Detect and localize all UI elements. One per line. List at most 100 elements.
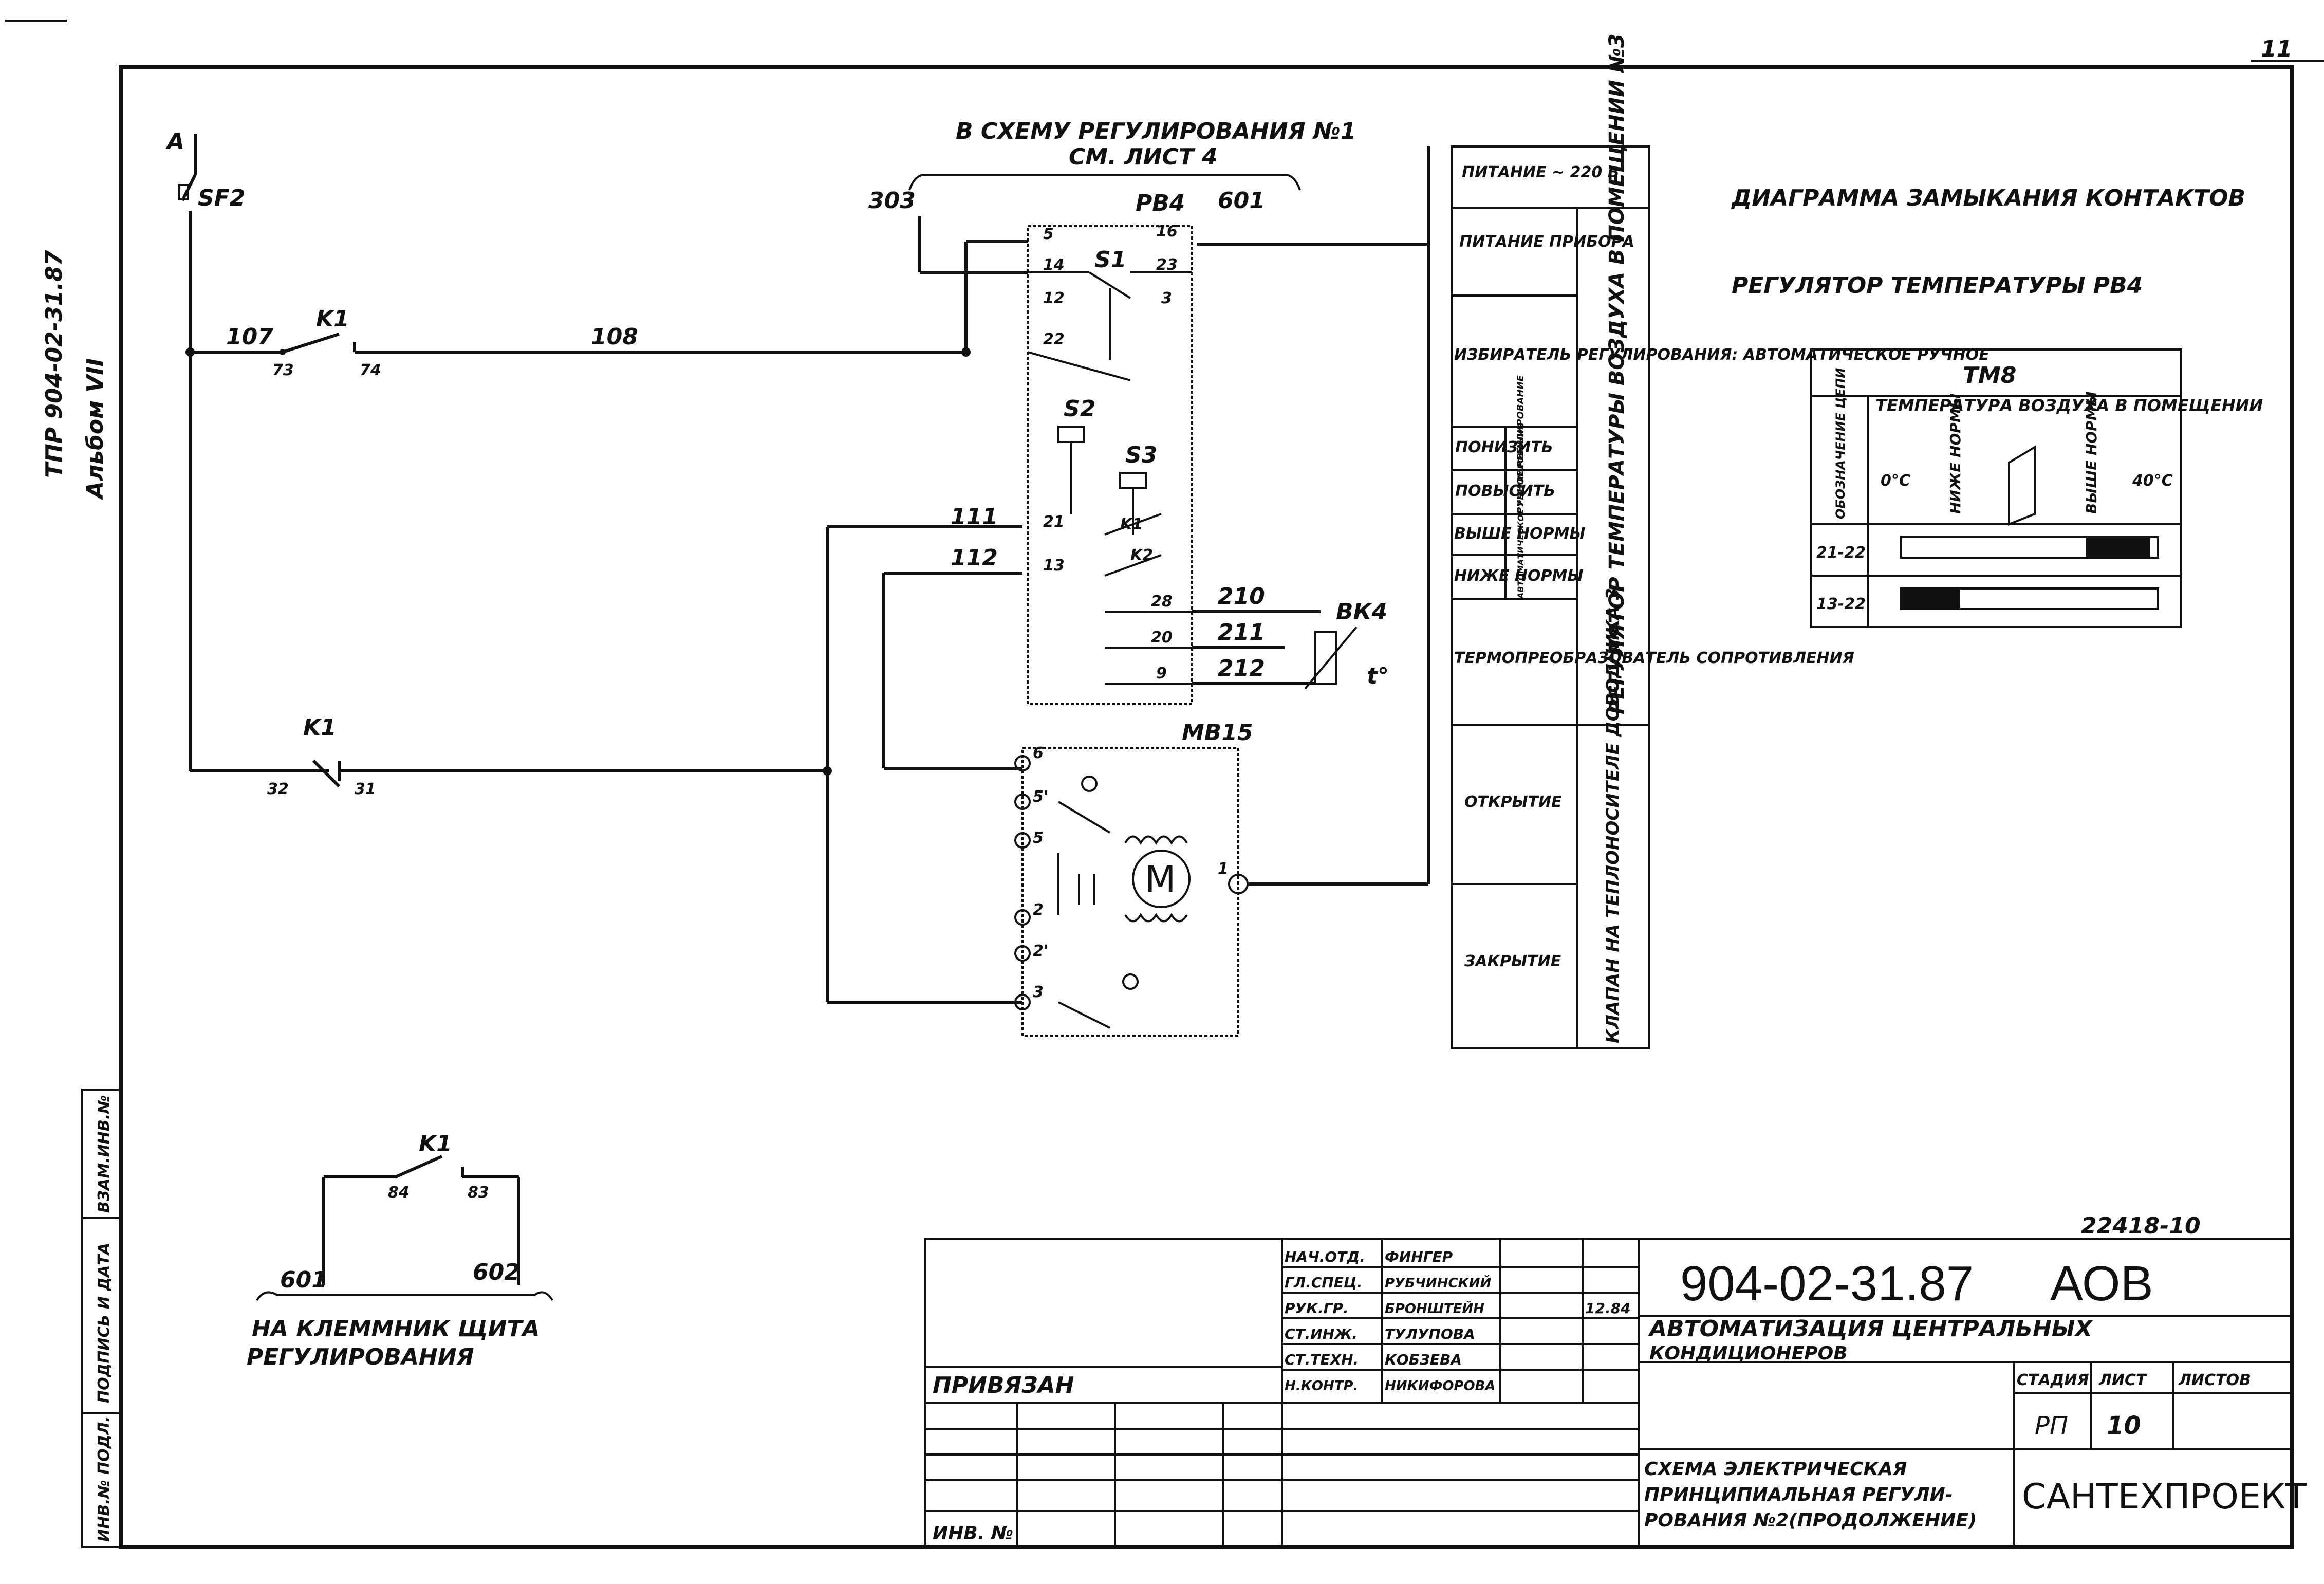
legend-row-8: ОТКРЫТИЕ [1464,793,1562,811]
sheet-number: 11 [2261,36,2292,62]
stage-value: РП [2035,1411,2068,1440]
terminal-601: 601 [280,1267,327,1293]
signer-2-role: РУК.ГР. [1285,1300,1349,1317]
diagram-row-1-label: 13-22 [1816,595,1866,613]
signer-5-role: Н.КОНТР. [1285,1378,1358,1394]
signer-3-role: СТ.ИНЖ. [1285,1325,1358,1342]
doc-mark: АОВ [2050,1256,2153,1311]
wire-107: 107 [226,324,273,350]
sign-date: 12.84 [1585,1300,1631,1317]
term-12: 12 [1043,289,1065,307]
diagram-col-circuit: ОБОЗНАЧЕНИЕ ЦЕПИ [1833,368,1848,519]
legend-sub-manual: РУЧНОЕ РЕГУЛИРОВАНИЕ [1515,375,1526,514]
diagram-row-0-closed-bar [2086,537,2150,558]
term-23: 23 [1156,256,1178,274]
legend-vertical-valve: КЛАПАН НА ТЕПЛОНОСИТЕЛЕ ДОВОДЧИКА 3 [1603,588,1623,1043]
contact-83: 83 [468,1184,489,1202]
diagram-t-low: 0°C [1881,472,1910,490]
term-28: 28 [1151,593,1173,611]
doc-id: 22418-10 [2081,1213,2201,1239]
wire-301: 303 [868,188,916,214]
term-14: 14 [1043,256,1065,274]
legend-row-9: ЗАКРЫТИЕ [1464,952,1561,970]
diagram-t-below: НИЖЕ НОРМЫ [1947,393,1964,514]
wire-108: 108 [591,324,638,350]
actuator-label: МВ15 [1182,720,1253,746]
term-5: 5 [1043,225,1054,243]
wire-111: 111 [951,504,998,530]
legend-row-0: ПИТАНИЕ ~ 220 В [1462,163,1620,181]
legend-row-4: ПОВЫСИТЬ [1455,482,1555,500]
inv-label: ИНВ. № [933,1523,1013,1544]
signer-0-name: ФИНГЕР [1385,1248,1453,1265]
signer-1-name: РУБЧИНСКИЙ [1385,1275,1492,1291]
terminal-note-line2: РЕГУЛИРОВАНИЯ [247,1344,474,1370]
relay-k1-aux: K1 [419,1131,452,1157]
stage-label: СТАДИЯ [2017,1371,2089,1389]
breaker-label: SF2 [198,185,245,211]
left-stamp-strip: ВЗАМ.ИНВ.№ ПОДПИСЬ И ДАТА ИНВ.№ ПОДЛ. [81,1089,122,1548]
terminal-note-line1: НА КЛЕММНИК ЩИТА [252,1316,540,1342]
motor-symbol: M [1145,858,1176,900]
title-block: 22418-10 НАЧ.ОТД. ФИНГЕР ГЛ.СПЕЦ. РУБЧИН… [924,1213,2307,1548]
signer-1-role: ГЛ.СПЕЦ. [1285,1274,1362,1291]
header-line2: СМ. ЛИСТ 4 [1069,144,1218,170]
diagram-col-header: ТЕМПЕРАТУРА ВОЗДУХА В ПОМЕЩЕНИИ [1875,396,2263,415]
wire-112: 112 [951,545,998,571]
legend-row-1: ПИТАНИЕ ПРИБОРА [1459,233,1634,251]
device-rv4: РВ4 5 14 12 22 16 23 3 S1 S2 S3 21 13 K1… [1027,190,1193,705]
diagram-subtitle: РЕГУЛЯТОР ТЕМПЕРАТУРЫ РВ4 [1732,272,2143,299]
sheet-label: ЛИСТ [2098,1371,2148,1389]
diagram-t-above: ВЫШЕ НОРМЫ [2083,392,2100,514]
drawing-line3: РОВАНИЯ №2(ПРОДОЛЖЕНИЕ) [1644,1510,1977,1531]
contact-84: 84 [388,1184,410,1202]
act-term-3: 3 [1033,983,1044,1001]
strip-inv-orig: ИНВ.№ ПОДЛ. [95,1416,113,1542]
terminal-602: 602 [473,1259,520,1285]
wire-212: 212 [1218,655,1265,682]
motor-circle [1132,850,1191,908]
device-label: РВ4 [1136,190,1185,216]
legend-row-7: ТЕРМОПРЕОБРАЗОВАТЕЛЬ СОПРОТИВЛЕНИЯ [1454,649,1854,667]
term-9: 9 [1156,665,1167,683]
sheets-label: ЛИСТОВ [2178,1371,2251,1389]
switch-s1: S1 [1094,247,1126,273]
signer-3-name: ТУЛУПОВА [1385,1325,1475,1342]
diagram-t-high: 40°C [2132,472,2173,490]
sensor-symbol: t° [1367,663,1389,689]
header-bracket [908,174,1301,191]
strip-signature: ПОДПИСЬ И ДАТА [95,1243,113,1403]
diagram-title: ДИАГРАММА ЗАМЫКАНИЯ КОНТАКТОВ [1731,185,2245,211]
doc-code: 904-02-31.87 [1680,1256,1974,1311]
term-21: 21 [1043,513,1065,531]
sheet-value: 10 [2107,1411,2141,1440]
side-album: Альбом VII [82,358,108,500]
act-term-5: 5 [1033,829,1044,847]
wire-303: 601 [1218,188,1265,214]
term-22: 22 [1043,330,1065,348]
act-term-5p: 5' [1033,788,1048,806]
signer-4-role: СТ.ТЕХН. [1285,1351,1359,1368]
signer-0-role: НАЧ.ОТД. [1285,1248,1365,1265]
diagram-row-0-label: 21-22 [1816,544,1866,562]
relay-k1-top: K1 [316,306,349,332]
term-13: 13 [1043,557,1065,575]
project-line2: КОНДИЦИОНЕРОВ [1649,1343,1848,1364]
drawing-line1: СХЕМА ЭЛЕКТРИЧЕСКАЯ [1644,1459,1907,1480]
header-line1: В СХЕМУ РЕГУЛИРОВАНИЯ №1 [956,118,1356,144]
signer-5-name: НИКИФОРОВА [1385,1378,1496,1394]
legend-row-6: НИЖЕ НОРМЫ [1454,567,1583,585]
contact-diagram: ДИАГРАММА ЗАМЫКАНИЯ КОНТАКТОВ РЕГУЛЯТОР … [1731,185,2263,628]
sensor-bk4: 210 211 212 ВК4 t° [1192,583,1389,690]
main-circuit: A SF2 107 K1 73 74 108 K1 32 31 111 [165,128,1430,1004]
legend-vertical-regulator: РЕГУЛЯТОР ТЕМПЕРАТУРЫ ВОЗДУХА В ПОМЕЩЕНИ… [1605,33,1629,714]
legend-row-5: ВЫШЕ НОРМЫ [1454,525,1585,543]
act-term-6: 6 [1033,744,1044,762]
diagram-row-0-track [1900,536,2159,559]
wire-210: 210 [1218,583,1265,610]
contact-32: 32 [267,780,289,798]
legend-row-3: ПОНИЗИТЬ [1455,438,1553,456]
act-term-1: 1 [1218,860,1229,878]
term-16: 16 [1156,223,1178,241]
